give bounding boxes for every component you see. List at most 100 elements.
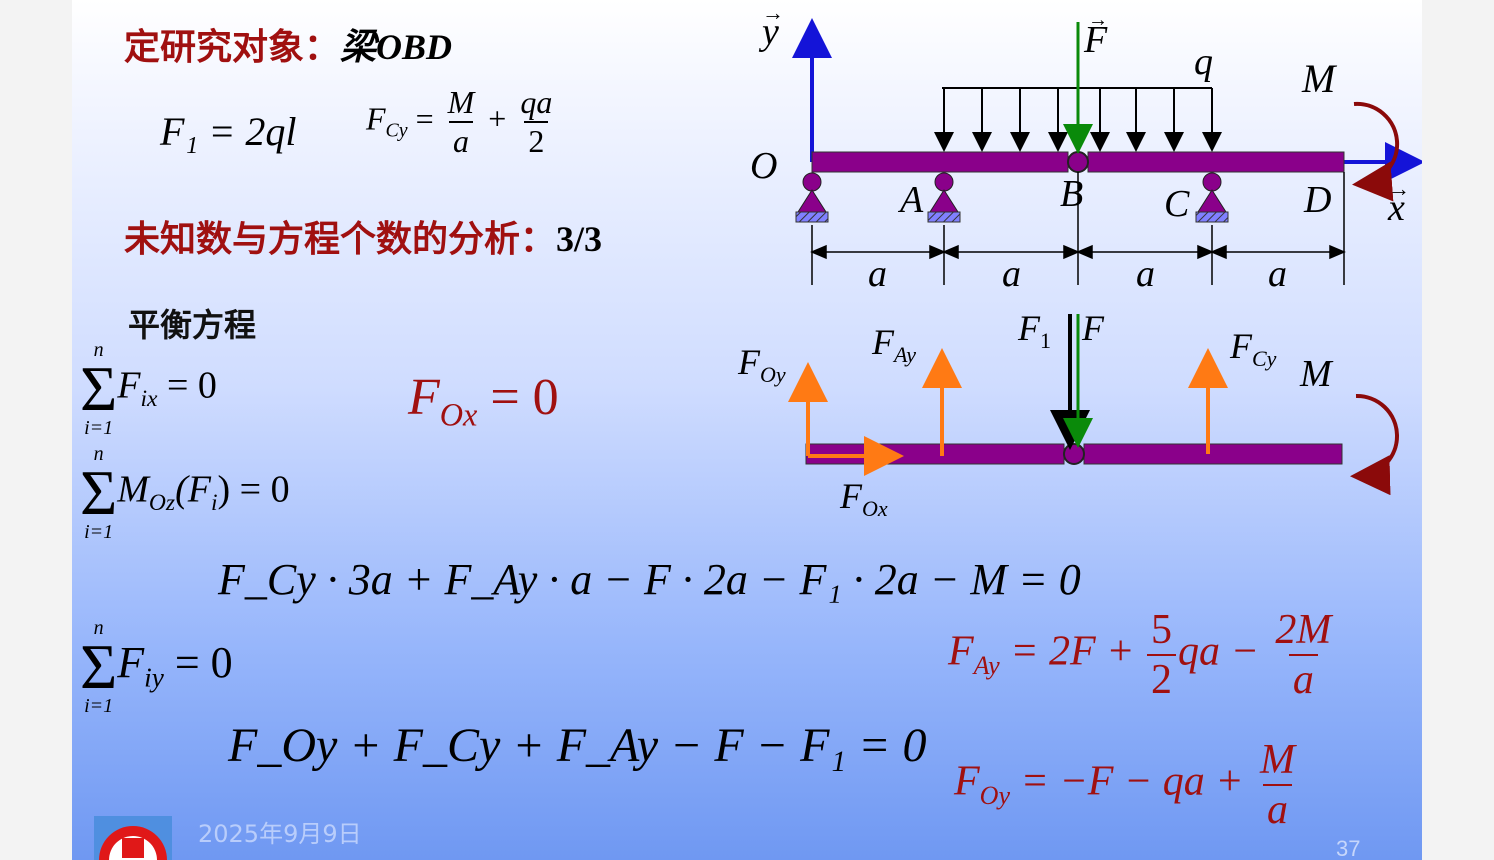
foy-sub: Oy (979, 781, 1011, 811)
span-label: a (868, 253, 887, 295)
origin-label: O (750, 145, 777, 187)
y-axis-vec-arrow: → (762, 0, 784, 25)
support-o (795, 172, 829, 223)
force-f-label: F (1083, 19, 1108, 61)
force-equation: F_Oy + F_Cy + F_Ay − F − F₁ = 0 (228, 719, 927, 772)
sum-fy-expr: F (117, 637, 145, 687)
fcy-equals: = (415, 100, 434, 137)
moment-arc (1352, 101, 1400, 202)
sigma-symbol: Σ (80, 631, 118, 702)
sum-fy-bottom: i=1 (84, 694, 114, 717)
foy-mid: = −F − qa + (1020, 758, 1244, 805)
fcy-plus: + (488, 100, 507, 137)
fay-symbol: F (948, 628, 974, 675)
heading-study-object: 定研究对象：梁OBD (124, 18, 452, 70)
sum-mo-sub: Oz (148, 490, 176, 517)
sum-fy-top: n (93, 617, 104, 639)
sum-mo-arg: (F (175, 468, 211, 511)
beam-left-segment (811, 151, 1069, 173)
fox-result: FOx = 0 (408, 368, 559, 433)
dimension-lines (810, 172, 1346, 285)
span-label: a (1136, 253, 1155, 295)
fox-symbol: F (408, 369, 440, 426)
fox-label-main: F (839, 476, 863, 516)
y-axis-label: y (758, 11, 779, 53)
fbd-moment-label: M (1299, 353, 1334, 395)
load-arrows (934, 88, 1222, 152)
fcy-frac2-den: 2 (524, 121, 549, 160)
page-number: 37 (1336, 836, 1361, 860)
sum-mo-argsub: i (210, 490, 218, 517)
fay-sub: Ay (973, 651, 1000, 681)
sum-fx-bottom: i=1 (84, 416, 114, 439)
fay-frac1-den: 2 (1147, 654, 1177, 704)
fay-frac1-num: 5 (1151, 607, 1173, 653)
beam-right-segment (1087, 151, 1345, 173)
point-a-label: A (897, 179, 924, 221)
fay-label-sub: Ay (892, 342, 916, 367)
load-label: q (1194, 41, 1213, 83)
fay-frac2-den: a (1288, 654, 1318, 704)
foy-frac-den: a (1263, 784, 1293, 834)
free-body-diagram: FOy FAy F1 F FCy M FOx (737, 308, 1399, 521)
heading-study-object-name: 梁OBD (340, 27, 453, 67)
support-c (1195, 172, 1229, 223)
x-axis-vec-arrow: → (1388, 176, 1410, 201)
fox-label: FOx (839, 476, 888, 521)
university-logo (94, 816, 172, 860)
fcy-frac1-den: a (448, 121, 473, 160)
fcy-frac2-num: qa (520, 84, 553, 120)
sum-fx-top: n (93, 339, 104, 361)
fay-frac2-num: 2M (1275, 607, 1332, 653)
span-label: a (1002, 253, 1021, 295)
heading-unknowns-analysis: 未知数与方程个数的分析：3/3 (124, 210, 602, 262)
fbd-beam-right (1083, 443, 1343, 465)
fcy-symbol: F (366, 100, 386, 137)
fay-mid: = 2F + (1010, 628, 1135, 675)
sum-mo-bottom: i=1 (84, 520, 114, 543)
fay-tail: qa − (1178, 628, 1259, 675)
sum-fy-rhs: = 0 (174, 637, 233, 687)
span-label: a (1268, 253, 1287, 295)
sigma-symbol: Σ (80, 457, 118, 528)
fox-sub: Ox (439, 396, 478, 433)
foy-label-main: F (737, 342, 761, 382)
fbd-moment-arc (1350, 393, 1399, 496)
force-f-vec-arrow: → (1088, 9, 1108, 31)
foy-symbol: F (954, 758, 980, 805)
sum-fx-expr: F (117, 364, 141, 407)
fay-label: FAy (871, 322, 916, 367)
footer-date: 2025年9月9日 (198, 820, 362, 848)
foy-frac-num: M (1260, 737, 1296, 783)
fcy-label-main: F (1229, 326, 1253, 366)
moment-label: M (1301, 56, 1338, 101)
logo-emblem-icon (99, 826, 167, 860)
fbd-hinge (1063, 443, 1085, 465)
sum-fy-sub: iy (144, 662, 164, 693)
moment-equation: F_Cy · 3a + F_Ay · a − F · 2a − F₁ · 2a … (218, 555, 1081, 604)
f1-label-main: F (1017, 308, 1041, 348)
f1-label-sub: 1 (1040, 328, 1051, 353)
fcy-label: FCy (1229, 326, 1277, 371)
fox-rhs: = 0 (490, 369, 559, 426)
point-c-label: C (1164, 183, 1190, 225)
fcy-label-sub: Cy (1252, 346, 1277, 371)
sum-mo-expr: M (117, 468, 149, 511)
sum-fx-sub: ix (140, 386, 158, 413)
foy-label-sub: Oy (760, 362, 786, 387)
fay-label-main: F (871, 322, 895, 362)
